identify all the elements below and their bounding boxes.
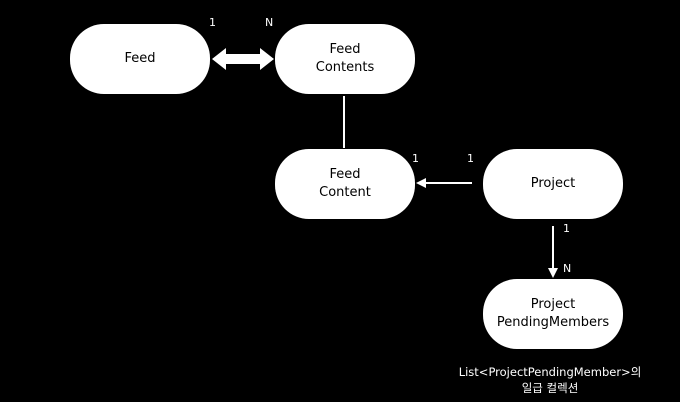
multiplicity-members-side: N (563, 262, 572, 275)
node-feed-content: Feed Content (275, 149, 415, 219)
multiplicity-project-to-members: 1 (563, 222, 570, 235)
multiplicity-project-side: 1 (467, 152, 474, 165)
node-project-label: Project (530, 176, 576, 191)
node-feed-contents: Feed Contents (275, 24, 415, 94)
multiplicity-contents-side: N (265, 16, 274, 29)
node-feed-content-label: Feed Content (319, 167, 371, 200)
multiplicity-feed-side: 1 (209, 16, 216, 29)
node-feed: Feed (70, 24, 210, 94)
multiplicity-content-side: 1 (412, 152, 419, 165)
node-project-pending-members: Project PendingMembers (483, 279, 623, 349)
node-project-pending-members-label: Project PendingMembers (496, 297, 610, 330)
node-feed-contents-label: Feed Contents (315, 42, 375, 75)
node-feed-label: Feed (124, 51, 156, 66)
node-project: Project (483, 149, 623, 219)
first-class-collection-caption: List<ProjectPendingMember>의 일급 컬렉션 (458, 365, 642, 395)
feed-contents-double-arrow (212, 48, 274, 70)
